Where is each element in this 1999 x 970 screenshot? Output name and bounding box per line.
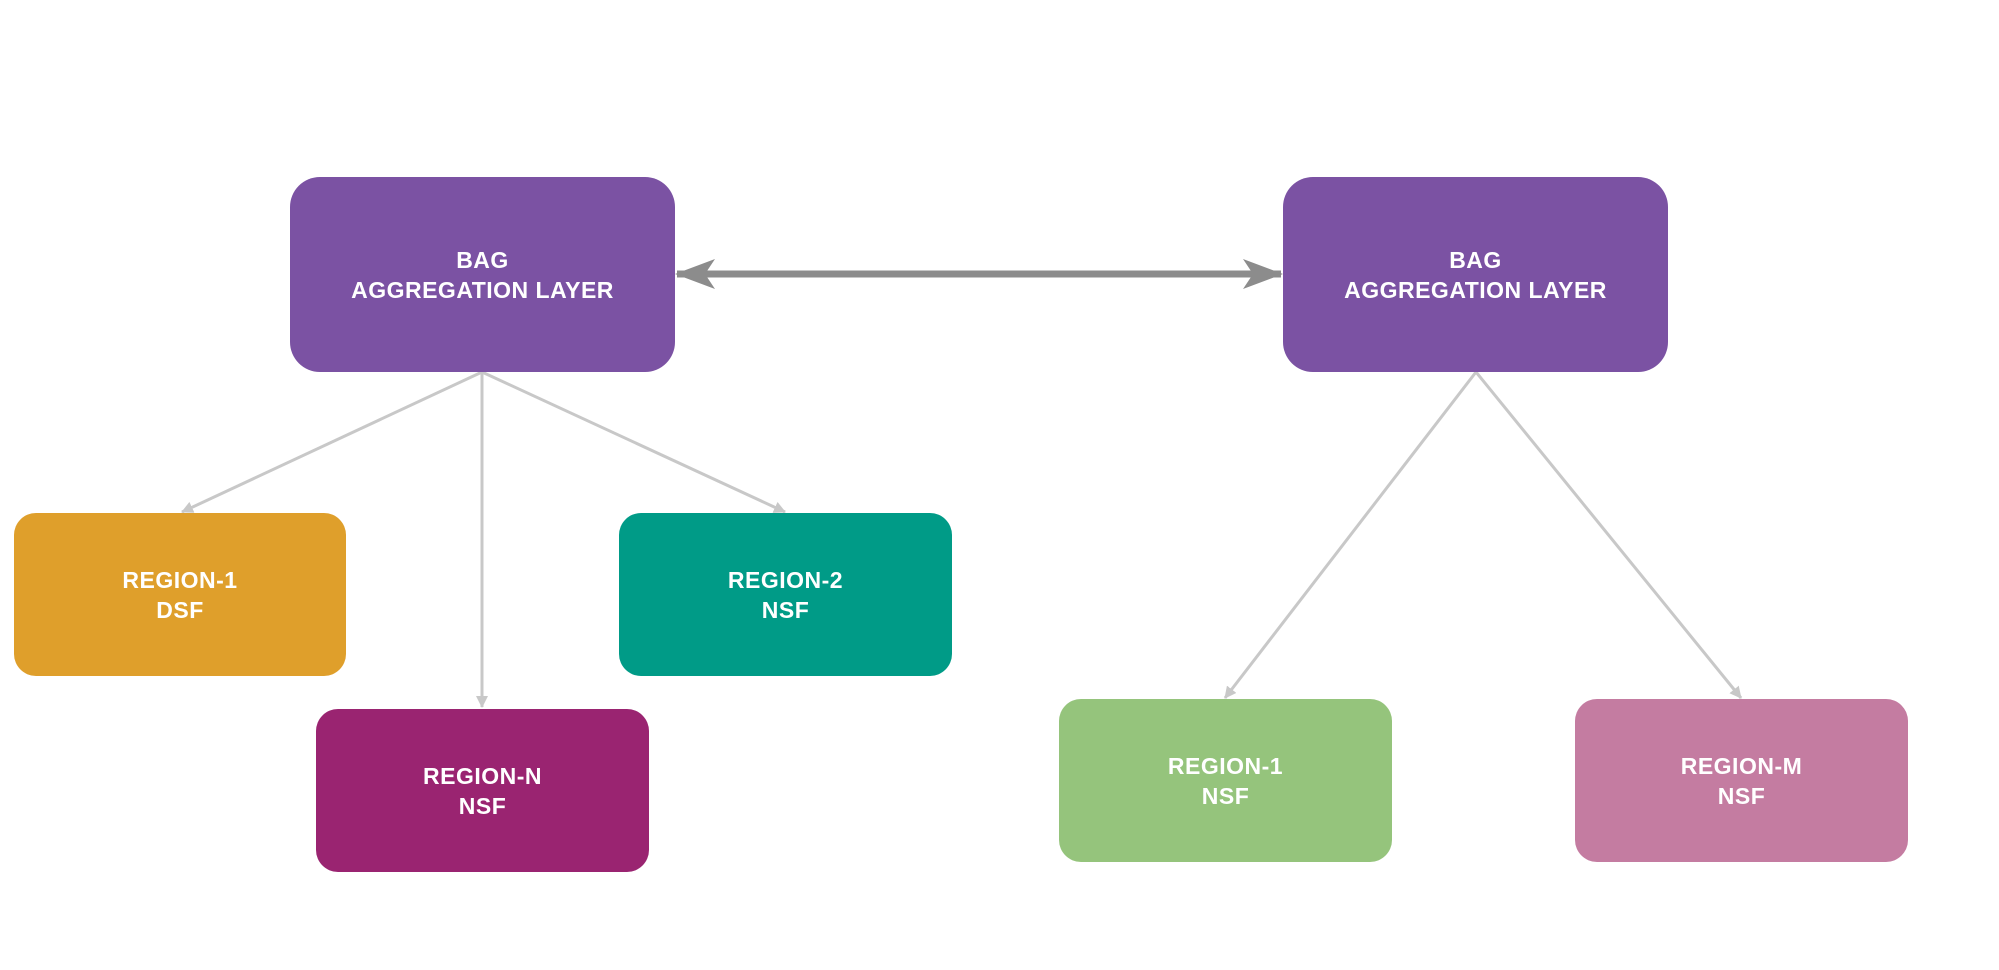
edge-agg-right-to-region-m [1474,371,1743,699]
edge-agg-right-to-region-1 [1223,371,1478,699]
node-title: BAG [456,246,509,273]
bag-aggregation-layer-right[interactable]: BAG AGGREGATION LAYER [1283,177,1668,372]
node-title: REGION-1 [122,566,238,593]
node-title: REGION-1 [1167,752,1284,779]
region-1-dsf-node[interactable]: REGION-1 DSF [14,513,346,676]
node-title: BAG [1449,246,1502,273]
node-title: REGION-M [1680,752,1803,779]
node-subtitle: NSF [1717,782,1766,809]
region-2-nsf-node[interactable]: REGION-2 NSF [619,513,952,676]
node-subtitle: NSF [1201,782,1250,809]
node-subtitle: NSF [458,792,507,819]
right-region-1-nsf-node[interactable]: REGION-1 NSF [1059,699,1392,862]
edge-agg-left-to-region-1 [181,370,483,514]
node-title: REGION-2 [727,566,844,593]
node-subtitle: AGGREGATION LAYER [1344,276,1607,303]
region-n-nsf-node[interactable]: REGION-N NSF [316,709,649,872]
edge-agg-left-to-region-2 [481,370,786,514]
node-title: REGION-N [423,762,542,789]
node-subtitle: NSF [761,596,810,623]
node-subtitle: AGGREGATION LAYER [351,276,614,303]
region-m-nsf-node[interactable]: REGION-M NSF [1575,699,1908,862]
node-subtitle: DSF [156,596,204,623]
bag-aggregation-layer-left[interactable]: BAG AGGREGATION LAYER [290,177,675,372]
